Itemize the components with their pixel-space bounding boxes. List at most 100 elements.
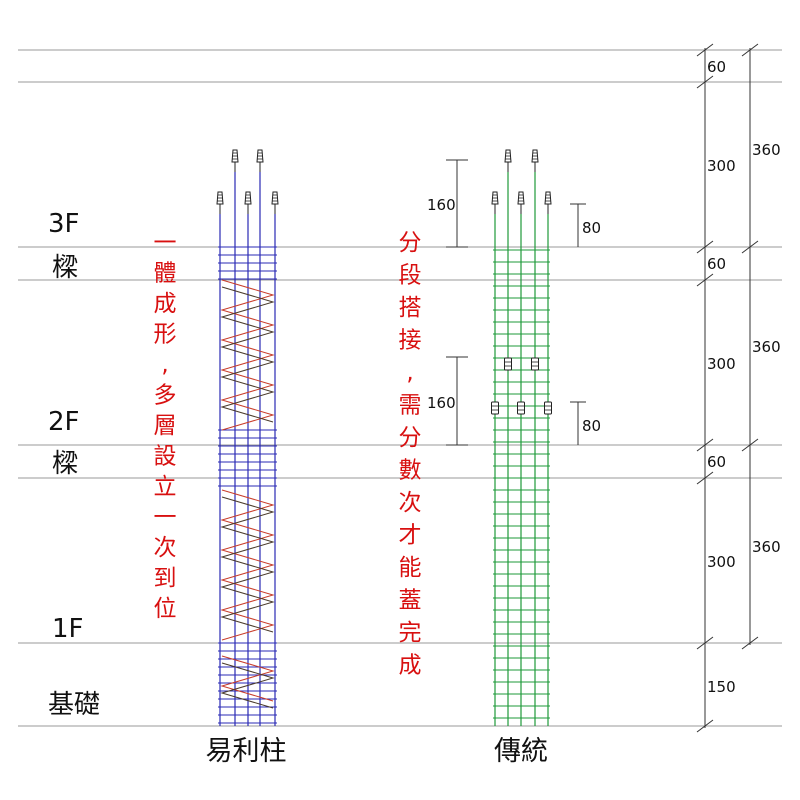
floor-label-beam-2f: 樑 bbox=[52, 449, 78, 479]
annotation-char: 數 bbox=[399, 458, 422, 484]
dim-upper-long-label: 160 bbox=[427, 196, 456, 214]
traditional-column-cap bbox=[517, 191, 525, 214]
traditional-column-coupler bbox=[531, 357, 539, 371]
floor-label-2f: 2F bbox=[48, 407, 80, 437]
annotation-char: , bbox=[161, 352, 168, 378]
traditional-column-coupler bbox=[517, 401, 525, 415]
traditional-column bbox=[491, 149, 552, 726]
annotation-char: 成 bbox=[399, 653, 422, 679]
floor-label-1f: 1F bbox=[52, 614, 84, 644]
easy-column-title: 易利柱 bbox=[206, 736, 287, 767]
storey-dimension-ticks bbox=[696, 43, 759, 733]
easy-column-annotation: 一體成形,多層設立一次到位 bbox=[154, 230, 177, 622]
dim-3f-height-label: 300 bbox=[707, 157, 736, 175]
dim-2f-height-label: 300 bbox=[707, 355, 736, 373]
easy-column-cap bbox=[216, 191, 224, 214]
annotation-char: 立 bbox=[154, 474, 177, 500]
storey-dimension-lines bbox=[696, 43, 759, 733]
floor-level-lines bbox=[18, 49, 782, 727]
annotation-char: 蓋 bbox=[399, 588, 422, 614]
easy-column-ties bbox=[218, 246, 277, 724]
annotation-char: , bbox=[406, 360, 413, 386]
dim-inner-tick bbox=[696, 75, 714, 89]
traditional-column-rebar-caps bbox=[491, 149, 552, 214]
annotation-char: 能 bbox=[399, 555, 422, 581]
annotation-char: 才 bbox=[399, 523, 422, 549]
floor-labels: 3F 樑 2F 樑 1F 基礎 bbox=[48, 209, 100, 720]
dim-total-3f-label: 360 bbox=[752, 141, 781, 159]
annotation-char: 成 bbox=[154, 291, 177, 317]
annotation-char: 次 bbox=[399, 490, 422, 516]
dim-foundation-label: 150 bbox=[707, 678, 736, 696]
easy-column bbox=[216, 149, 279, 726]
dim-upper-short-label: 80 bbox=[582, 219, 601, 237]
annotation-char: 次 bbox=[154, 535, 177, 561]
dim-outer-tick bbox=[741, 636, 759, 650]
easy-column-spiral-red-2 bbox=[220, 489, 275, 641]
annotation-char: 分 bbox=[399, 425, 422, 451]
traditional-column-annotation: 分段搭接,需分數次才能蓋完成 bbox=[399, 230, 422, 679]
dim-inner-tick bbox=[696, 273, 714, 287]
annotation-char: 需 bbox=[399, 393, 422, 419]
dim-total-2f-label: 360 bbox=[752, 338, 781, 356]
traditional-column-title: 傳統 bbox=[494, 736, 548, 767]
storey-dimension-labels: 60 300 60 300 60 300 150 360 360 360 bbox=[707, 58, 781, 696]
easy-column-cap bbox=[244, 191, 252, 214]
traditional-column-cap bbox=[491, 191, 499, 214]
traditional-column-coupler bbox=[504, 357, 512, 371]
dim-3f-beam-label: 60 bbox=[707, 255, 726, 273]
dim-inner-tick bbox=[696, 240, 714, 254]
dim-inner-tick bbox=[696, 438, 714, 452]
floor-label-foundation: 基礎 bbox=[48, 690, 100, 720]
traditional-column-cap bbox=[531, 149, 539, 172]
dim-outer-tick bbox=[741, 438, 759, 452]
traditional-column-cap bbox=[504, 149, 512, 172]
traditional-column-couplers bbox=[491, 357, 552, 415]
easy-column-spiral-red-1 bbox=[220, 279, 275, 431]
easy-column-spiral-dark-3 bbox=[220, 662, 275, 709]
annotation-char: 形 bbox=[154, 322, 177, 348]
easy-column-cap bbox=[271, 191, 279, 214]
easy-column-spiral-red-3 bbox=[220, 655, 275, 702]
dim-total-1f-label: 360 bbox=[752, 538, 781, 556]
dim-outer-tick bbox=[741, 43, 759, 57]
annotation-char: 到 bbox=[154, 566, 177, 592]
annotation-char: 分 bbox=[399, 230, 422, 256]
annotation-char: 搭 bbox=[399, 295, 422, 321]
easy-column-spiral-dark-2 bbox=[220, 496, 275, 633]
annotation-char: 體 bbox=[154, 261, 177, 287]
traditional-column-ties bbox=[493, 249, 550, 719]
dim-roof-slab-label: 60 bbox=[707, 58, 726, 76]
dim-inner-tick bbox=[696, 719, 714, 733]
easy-column-rebar-caps bbox=[216, 149, 279, 214]
traditional-column-cap bbox=[544, 191, 552, 214]
floor-label-beam-3f: 樑 bbox=[52, 253, 78, 283]
dim-mid-short-label: 80 bbox=[582, 417, 601, 435]
annotation-char: 位 bbox=[154, 596, 177, 622]
easy-column-cap bbox=[256, 149, 264, 172]
floor-label-3f: 3F bbox=[48, 209, 80, 239]
dim-inner-tick bbox=[696, 636, 714, 650]
rebar-lap-dimensions bbox=[446, 159, 586, 446]
annotation-char: 層 bbox=[154, 413, 177, 439]
annotation-char: 一 bbox=[154, 505, 177, 531]
dim-1f-height-label: 300 bbox=[707, 553, 736, 571]
easy-column-spiral-dark-1 bbox=[220, 286, 275, 423]
dim-inner-tick bbox=[696, 471, 714, 485]
dim-mid-long-label: 160 bbox=[427, 394, 456, 412]
rebar-lap-labels: 160 80 160 80 bbox=[427, 196, 601, 435]
dim-outer-tick bbox=[741, 240, 759, 254]
annotation-char: 一 bbox=[154, 230, 177, 256]
easy-column-spirals bbox=[220, 279, 275, 709]
annotation-char: 多 bbox=[154, 383, 177, 409]
annotation-char: 段 bbox=[399, 263, 422, 289]
traditional-column-coupler bbox=[544, 401, 552, 415]
dim-inner-tick bbox=[696, 43, 714, 57]
annotation-char: 設 bbox=[154, 444, 177, 470]
annotation-char: 接 bbox=[399, 328, 422, 354]
easy-column-cap bbox=[231, 149, 239, 172]
annotation-char: 完 bbox=[399, 620, 422, 646]
traditional-column-coupler bbox=[491, 401, 499, 415]
dim-2f-beam-label: 60 bbox=[707, 453, 726, 471]
